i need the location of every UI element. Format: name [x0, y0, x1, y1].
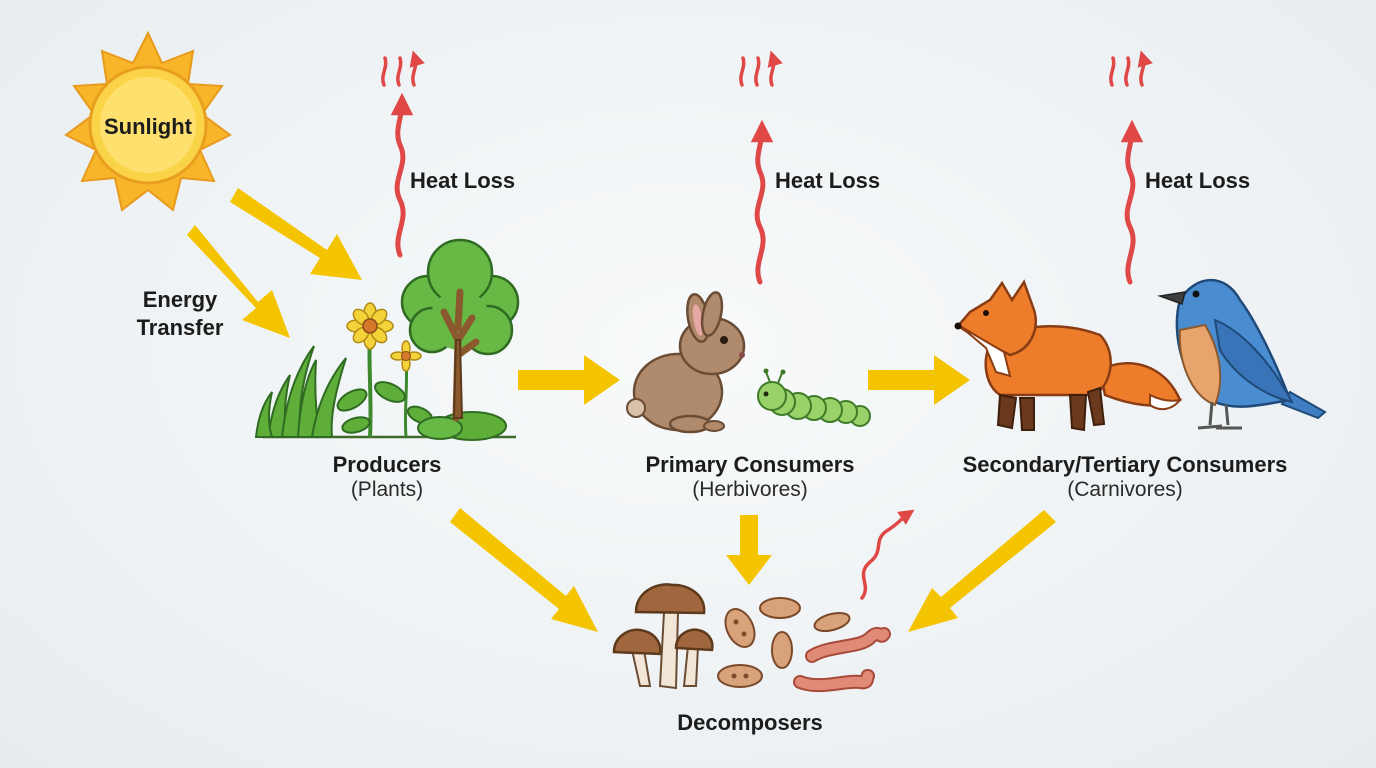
heat-loss-label-2: Heat Loss: [775, 168, 881, 193]
primary-consumers-title: Primary Consumers: [645, 452, 855, 477]
energy-arrow-primary-to-decomposers: [726, 515, 772, 585]
bacteria-icon: [717, 597, 851, 688]
producers-illustration: [254, 238, 520, 441]
tree-icon: [400, 238, 520, 441]
flower-icon: [336, 302, 434, 438]
energy-arrow-producers-to-decomposers: [450, 508, 598, 632]
energy-arrows: [187, 188, 1056, 632]
decomposers-label: Decomposers: [677, 710, 823, 735]
secondary-consumers-subtitle: (Carnivores): [1067, 478, 1183, 501]
secondary-consumers-label: Secondary/Tertiary Consumers (Carnivores…: [925, 452, 1325, 502]
energy-transfer-line1: Energy: [142, 287, 218, 312]
caterpillar-icon: [757, 368, 871, 427]
heat-loss-arrow-1: [381, 58, 416, 258]
energy-arrow-sun-to-grass: [187, 225, 290, 338]
energy-arrow-sun-to-producers: [230, 188, 362, 280]
secondary-consumers-title: Secondary/Tertiary Consumers: [962, 452, 1288, 477]
primary-consumers-label: Primary Consumers (Herbivores): [600, 452, 900, 502]
energy-transfer-line2: Transfer: [136, 315, 224, 340]
sunlight-label: Sunlight: [104, 114, 192, 139]
energy-arrow-producers-to-primary: [518, 355, 620, 405]
heat-loss-arrow-decomposers: [860, 509, 915, 600]
worm-icon: [793, 626, 891, 693]
sun-icon: [64, 30, 232, 212]
heat-loss-label-1: Heat Loss: [410, 168, 516, 193]
mushroom-icon: [612, 583, 714, 690]
energy-transfer-label: Energy Transfer: [120, 286, 240, 342]
heat-loss-label-3: Heat Loss: [1145, 168, 1251, 193]
fox-icon: [954, 279, 1183, 432]
grass-icon: [254, 345, 347, 438]
energy-arrow-secondary-to-decomposers: [908, 510, 1056, 632]
rabbit-icon: [626, 291, 746, 434]
heat-loss-arrow-3: [1109, 58, 1144, 285]
producers-subtitle: (Plants): [350, 478, 424, 501]
producers-title: Producers: [332, 452, 442, 477]
heat-loss-arrow-2: [739, 58, 774, 285]
producers-label: Producers (Plants): [287, 452, 487, 502]
bird-icon: [1157, 278, 1327, 430]
energy-arrow-primary-to-secondary: [868, 355, 970, 405]
primary-consumers-subtitle: (Herbivores): [692, 478, 808, 501]
